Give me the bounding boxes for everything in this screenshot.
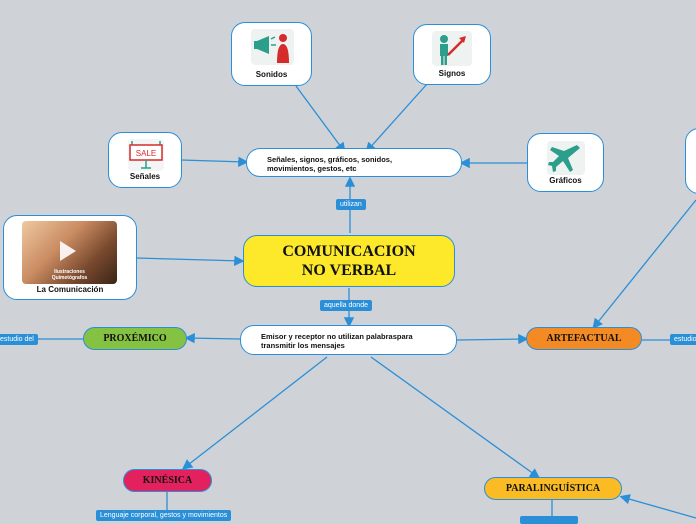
link-senales (180, 156, 249, 167)
card-signos-label: Signos (438, 69, 466, 78)
video-caption-line1: Ilustraciones (54, 269, 85, 275)
video-caption-line2: Quimetógrafos (51, 275, 88, 281)
tag-estudio[interactable]: estudio (670, 334, 696, 345)
category-paralinguistica[interactable]: PARALINGUÍSTICA (484, 477, 622, 500)
link-sonidos (295, 85, 346, 154)
link-paralinguistica (370, 356, 541, 479)
category-kinesica[interactable]: KINÉSICA (123, 469, 212, 492)
node-emisor-line1: Emisor y receptor no utilizan palabraspa… (261, 332, 413, 341)
main-topic-comunicacion-no-verbal[interactable]: COMUNICACION NO VERBAL (243, 235, 455, 287)
main-topic-line1: COMUNICACION (282, 243, 416, 260)
tag-paralinguistica-sub[interactable] (520, 516, 578, 524)
link-kinesica (181, 356, 328, 470)
sale-sign-icon: SALE (128, 139, 164, 171)
tag-utilizan[interactable]: utilizan (336, 199, 366, 210)
play-icon[interactable] (60, 241, 76, 261)
node-senales-signos[interactable]: Señales, signos, gráficos, sonidos, movi… (246, 148, 462, 177)
link-signos (365, 83, 428, 153)
category-artefactual[interactable]: ARTEFACTUAL (526, 327, 642, 350)
link-artefactual-up (592, 199, 696, 330)
sale-sign-text: SALE (136, 149, 156, 158)
card-sonidos-label: Sonidos (255, 70, 288, 79)
link-artefactual (456, 333, 529, 345)
tag-aquella-donde[interactable]: aquella donde (320, 300, 372, 311)
link-paralinguistica-right (619, 494, 696, 519)
tag-lenguaje-corporal[interactable]: Lenguaje corporal, gestos y movimientos (96, 510, 232, 521)
card-senales[interactable]: SALE Señales (108, 132, 182, 188)
node-senales-signos-line1: Señales, signos, gráficos, sonidos, (267, 155, 393, 164)
link-proxemico (184, 332, 241, 344)
card-senales-label: Señales (129, 172, 161, 181)
link-comunicacion (135, 255, 245, 266)
node-emisor-line2: transmitir los mensajes (261, 341, 345, 350)
video-caption: Ilustraciones Quimetógrafos (22, 269, 117, 281)
card-sonidos[interactable]: Sonidos (231, 22, 312, 86)
card-partial-right[interactable] (685, 128, 696, 194)
node-senales-signos-line2: movimientos, gestos, etc (267, 164, 357, 173)
card-graficos[interactable]: Gráficos (527, 133, 604, 192)
card-signos[interactable]: Signos (413, 24, 491, 85)
tag-estudio-del[interactable]: estudio del (0, 334, 38, 345)
card-graficos-label: Gráficos (549, 176, 582, 185)
node-emisor-receptor[interactable]: Emisor y receptor no utilizan palabraspa… (240, 325, 457, 355)
card-comunicacion-label: La Comunicación (36, 285, 104, 294)
video-thumbnail[interactable]: Ilustraciones Quimetógrafos (22, 221, 117, 284)
category-proxemico[interactable]: PROXÉMICO (83, 327, 187, 350)
growth-arrow-icon (432, 31, 472, 66)
megaphone-icon (251, 29, 294, 65)
airplane-icon (547, 141, 585, 175)
main-topic-line2: NO VERBAL (301, 262, 397, 279)
